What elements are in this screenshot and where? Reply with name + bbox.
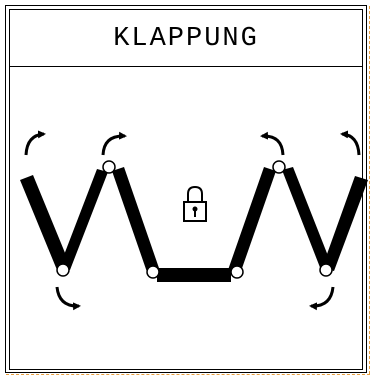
selection-border-bottom [6, 374, 370, 375]
title-bar: KLAPPUNG [9, 9, 363, 67]
segment-center [157, 268, 231, 282]
segment-inner-left-b [112, 167, 160, 275]
segment-inner-right-a [282, 167, 332, 270]
arrow-outer-left-icon [24, 130, 46, 156]
segment-inner-right-b [228, 167, 276, 274]
arrow-bottom-left-icon [55, 286, 81, 311]
arrow-top-left-icon [101, 131, 127, 156]
hinge-bottom-left [56, 263, 70, 277]
arrow-bottom-right-icon [309, 286, 335, 311]
hinge-top-right [272, 160, 286, 174]
selection-border-right [369, 6, 370, 374]
segment-inner-left-a [59, 169, 108, 270]
hinge-center-right [230, 265, 244, 279]
hinge-bottom-right [319, 263, 333, 277]
arrow-top-right-icon [260, 131, 285, 156]
segment-outer-right [322, 176, 368, 271]
lock-icon [183, 185, 207, 222]
inner-frame [9, 9, 363, 370]
hinge-top-left [102, 160, 116, 174]
arrow-outer-right-icon [340, 130, 361, 156]
page-title: KLAPPUNG [113, 23, 259, 54]
hinge-center-left [146, 265, 160, 279]
segment-outer-left [20, 175, 70, 270]
